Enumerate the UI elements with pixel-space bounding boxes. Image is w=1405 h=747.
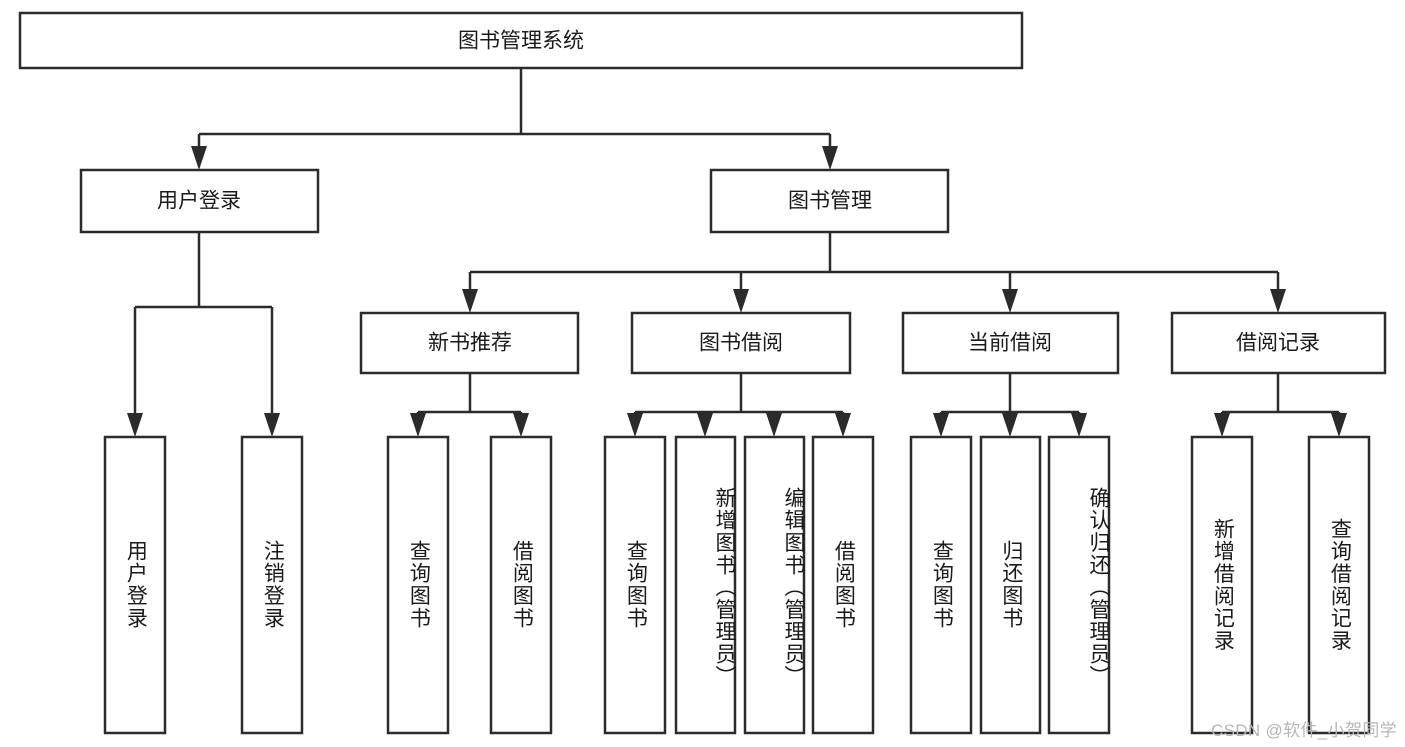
arrow-head-bb-edit-book [766,413,782,437]
connector-group-new-book [410,373,529,437]
node-borrow-record[interactable] [1170,311,1387,375]
arrow-head-current-borrow [1002,289,1018,313]
arrow-head-nb-query-book [410,413,426,437]
arrow-head-cb-confirm-return [1071,413,1087,437]
arrow-head-borrow-record [1270,289,1286,313]
node-current-borrow-label: 当前借阅 [968,332,1052,355]
node-leaf-bb-borrow-book[interactable] [811,435,875,735]
connector-group-user-login [127,232,280,437]
node-leaf-cb-query-book[interactable] [909,435,973,735]
watermark-text: CSDN @软件_小贺同学 [1210,721,1397,740]
node-root[interactable] [18,11,1024,70]
arrow-head-br-add-record [1214,413,1230,437]
node-leaf-cb-return-book[interactable] [979,435,1042,735]
arrow-head-bb-add-book [697,413,713,437]
node-current-borrow[interactable] [901,311,1120,375]
node-root-label: 图书管理系统 [458,30,584,53]
node-leaf-bb-edit-book[interactable] [743,435,806,735]
arrow-head-book-mgmt [822,146,838,170]
node-leaf-cb-confirm-return[interactable] [1047,435,1111,735]
node-new-book-recommend[interactable] [359,311,580,375]
node-leaf-bb-query-book[interactable] [603,435,667,735]
node-leaf-bb-add-book[interactable] [674,435,737,735]
connector-group-root [191,68,838,170]
node-borrow-record-label: 借阅记录 [1236,332,1320,355]
arrow-head-leaf-user-login [127,413,143,437]
connector-group-borrow-record [1214,373,1347,437]
connector-group-book-borrow [627,373,851,437]
arrow-head-cb-query-book [933,413,949,437]
arrow-head-cb-return-book [1002,413,1018,437]
arrow-head-user-login [191,146,207,170]
arrow-head-bb-query-book [627,413,643,437]
arrow-head-br-query-record [1331,413,1347,437]
node-book-borrow-label: 图书借阅 [699,332,783,355]
node-book-management-label: 图书管理 [788,190,872,213]
connector-group-book-mgmt [462,232,1286,313]
node-book-borrow[interactable] [630,311,852,375]
node-new-book-recommend-label: 新书推荐 [428,332,512,355]
node-leaf-nb-borrow-book[interactable] [489,435,553,735]
node-leaf-user-login[interactable] [103,435,167,735]
node-user-login-label: 用户登录 [157,190,241,213]
node-leaf-logout[interactable] [240,435,304,735]
arrow-head-bb-borrow-book [835,413,851,437]
node-leaf-nb-query-book[interactable] [386,435,450,735]
arrow-head-nb-borrow-book [513,413,529,437]
connector-group-current-borrow [933,373,1087,437]
node-leaf-br-add-record[interactable] [1190,435,1254,735]
node-leaf-br-query-record[interactable] [1307,435,1371,735]
node-book-management[interactable] [709,168,950,234]
arrow-head-leaf-logout [264,413,280,437]
arrow-head-book-borrow [733,289,749,313]
arrow-head-new-book [462,289,478,313]
node-user-login[interactable] [79,168,320,234]
